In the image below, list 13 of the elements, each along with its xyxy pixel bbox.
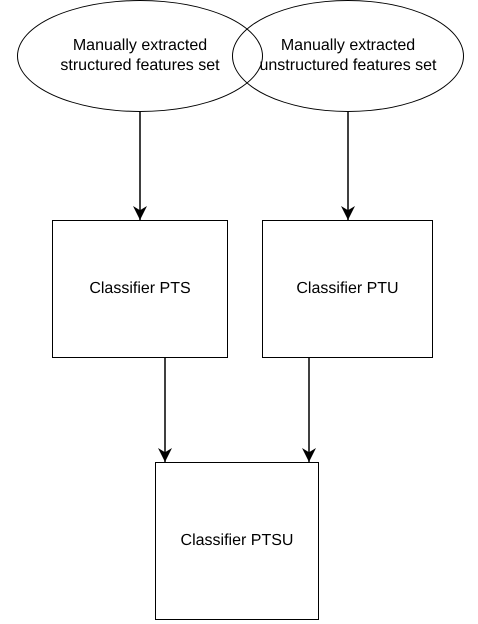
node-label: Classifier PTSU	[180, 531, 294, 551]
arrow	[341, 112, 355, 220]
node-label: Classifier PTS	[89, 279, 191, 299]
process-box	[52, 220, 228, 358]
node-label: Classifier PTU	[296, 279, 399, 299]
arrow	[158, 358, 172, 462]
arrow	[302, 358, 316, 462]
node-label: Manually extracted unstructured features set	[259, 36, 437, 76]
data-ellipse	[232, 0, 464, 112]
arrow	[133, 112, 147, 220]
process-box	[155, 462, 319, 620]
node-label: Manually extracted structured features set	[59, 36, 221, 76]
process-box	[262, 220, 433, 358]
